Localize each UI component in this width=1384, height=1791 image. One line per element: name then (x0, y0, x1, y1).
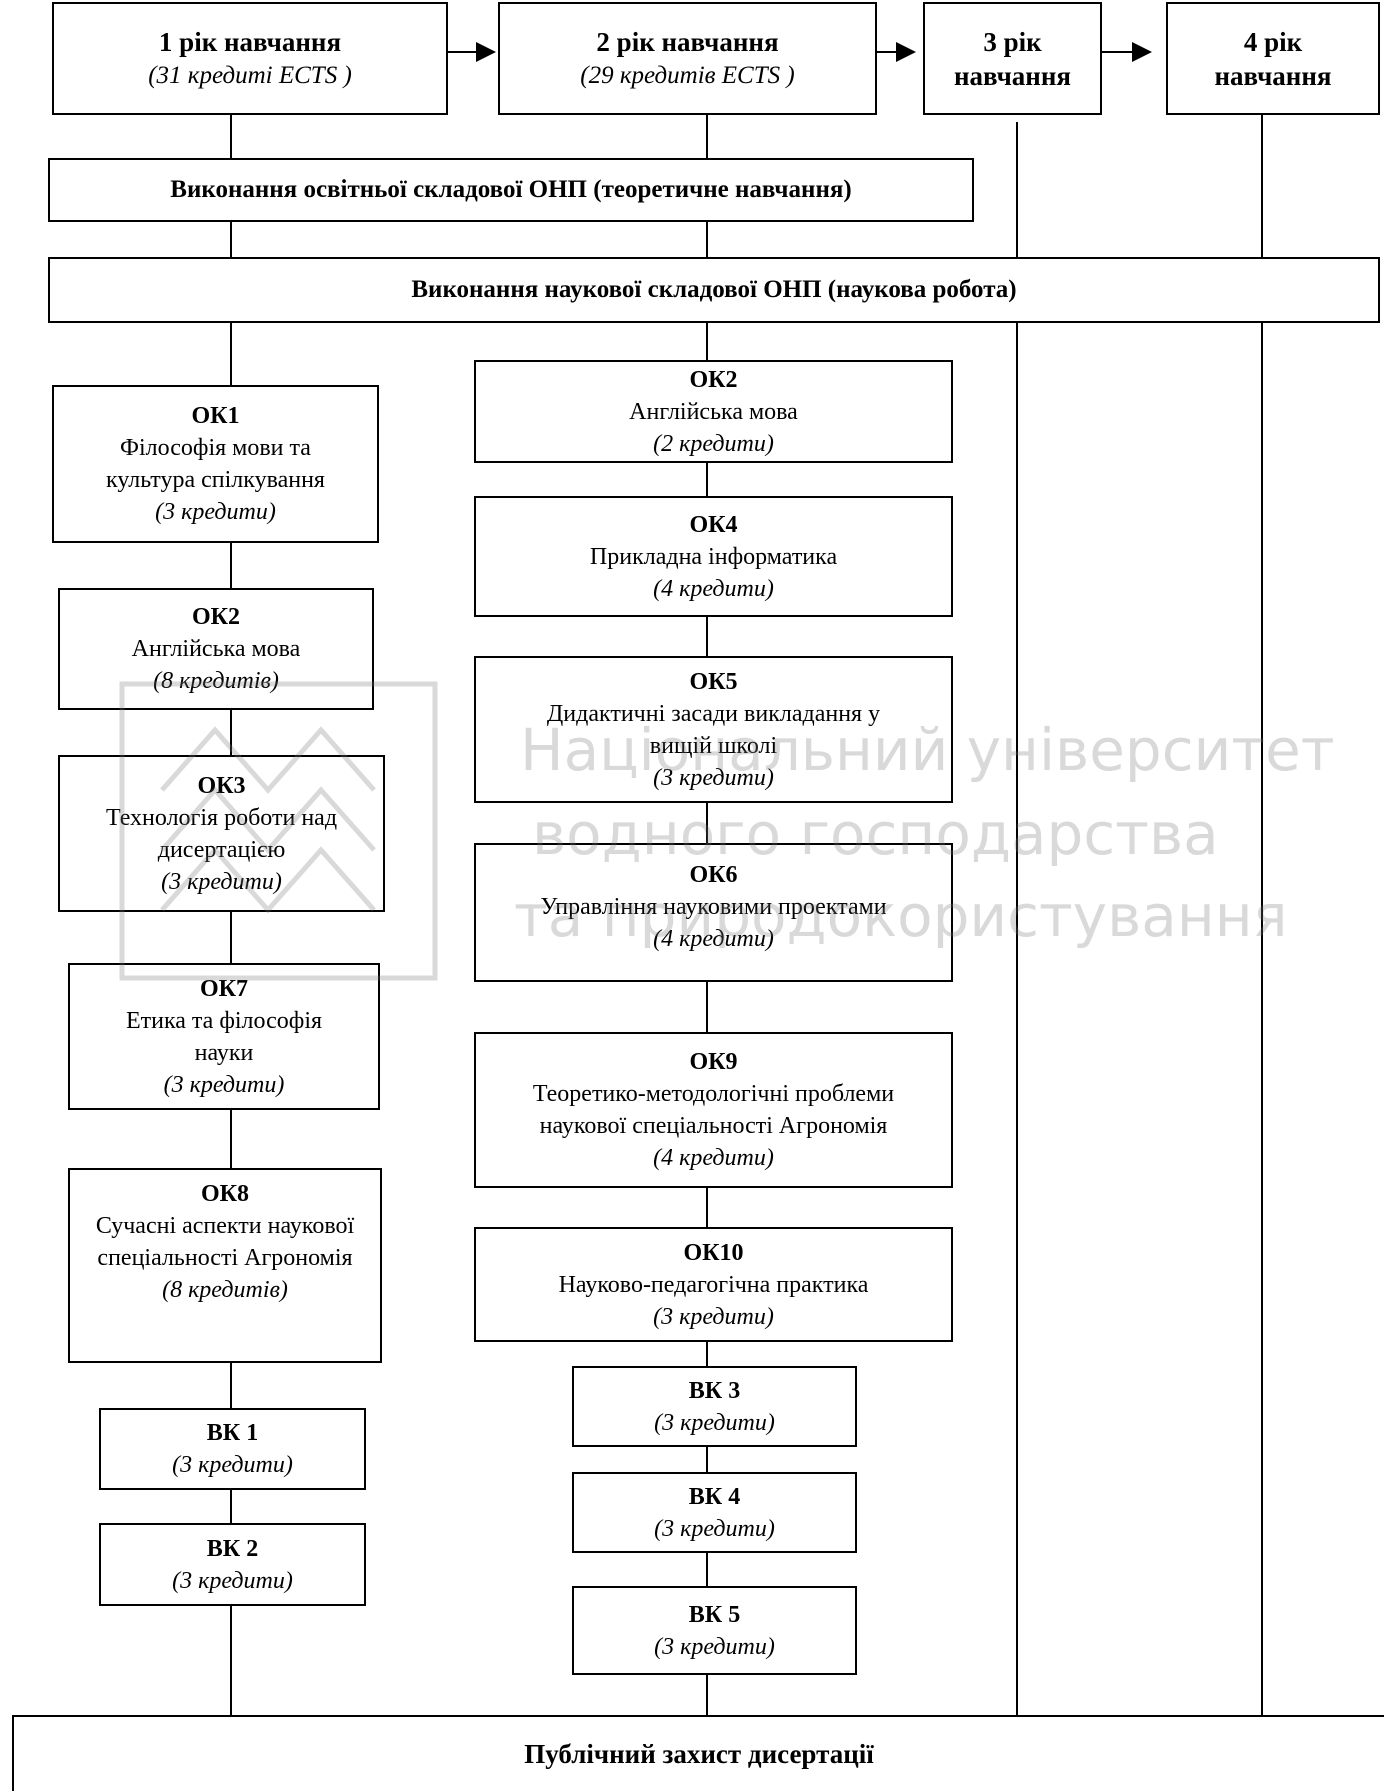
course-name: Філософія мови та культура спілкування (106, 435, 325, 493)
course-credits: (3 кредити) (654, 1515, 775, 1542)
course-ok10-y2: ОК10 Науково-педагогічна практика (3 кре… (474, 1227, 953, 1342)
course-credits: (8 кредитів) (162, 1277, 288, 1303)
year-2-subtitle: (29 кредитів ECTS ) (580, 61, 795, 89)
course-ok4-y2: ОК4 Прикладна інформатика (4 кредити) (474, 496, 953, 617)
course-code: ОК3 (197, 772, 246, 799)
course-code: ВК 1 (206, 1420, 259, 1446)
course-credits: (3 кредити) (653, 764, 774, 791)
watermark-line-2: водного господарства (532, 800, 1219, 868)
course-ok8-y1: ОК8 Сучасні аспекти наукової спеціальнос… (68, 1168, 382, 1363)
course-name: Управління науковими проектами (540, 894, 887, 920)
course-code: ОК1 (191, 403, 240, 429)
final-defense-label: Публічний захист дисертації (524, 1739, 874, 1769)
course-ok7-y1: ОК7 Етика та філософія науки (3 кредити) (68, 963, 380, 1110)
course-credits: (2 кредити) (653, 430, 774, 457)
course-name: Теоретико-методологічні проблеми науково… (532, 1081, 895, 1139)
course-code: ОК6 (689, 862, 738, 888)
watermark-line-1: Національний університет (520, 716, 1335, 784)
course-code: ВК 5 (688, 1601, 741, 1628)
course-credits: (3 кредити) (653, 1303, 774, 1330)
course-ok1-y1: ОК1 Філософія мови та культура спілкуван… (52, 385, 379, 543)
course-credits: (3 кредити) (172, 1567, 293, 1594)
course-code: ОК10 (683, 1239, 744, 1266)
course-credits: (8 кредитів) (153, 668, 279, 694)
course-credits: (3 кредити) (161, 868, 282, 895)
course-credits: (4 кредити) (653, 926, 774, 952)
course-name: Науково-педагогічна практика (558, 1271, 869, 1298)
course-code: ВК 2 (206, 1535, 259, 1562)
course-vk5-y2: ВК 5 (3 кредити) (572, 1586, 857, 1675)
course-credits: (3 кредити) (163, 1071, 285, 1098)
course-credits: (3 кредити) (654, 1409, 775, 1436)
research-stage-label: Виконання наукової складової ОНП (науков… (411, 276, 1017, 303)
course-ok6-y2: ОК6 Управління науковими проектами (4 кр… (474, 843, 953, 982)
course-ok5-y2: ОК5 Дидактичні засади викладання у вищій… (474, 656, 953, 803)
course-vk1-y1: ВК 1 (3 кредити) (99, 1408, 366, 1490)
year-2-box: 2 рік навчання (29 кредитів ECTS ) (498, 2, 877, 115)
course-code: ОК9 (689, 1049, 738, 1075)
year-4-title: 4 рік навчання (1214, 26, 1332, 91)
year-1-subtitle: (31 кредиті ECTS ) (148, 61, 352, 89)
year-3-title: 3 рік навчання (953, 26, 1072, 91)
course-credits: (3 кредити) (172, 1452, 293, 1478)
course-credits: (3 кредити) (155, 499, 276, 525)
course-code: ОК2 (689, 366, 738, 393)
final-defense-box: Публічний захист дисертації (12, 1715, 1384, 1791)
course-ok2-y2: ОК2 Англійська мова (2 кредити) (474, 360, 953, 463)
course-code: ОК5 (689, 668, 738, 695)
course-code: ОК2 (191, 604, 241, 630)
course-credits: (4 кредити) (653, 575, 774, 602)
course-code: ОК8 (200, 1181, 250, 1207)
course-name: Технологія роботи над дисертацією (105, 804, 338, 863)
course-ok3-y1: ОК3 Технологія роботи над дисертацією (3… (58, 755, 385, 912)
year-1-box: 1 рік навчання (31 кредиті ECTS ) (52, 2, 448, 115)
course-code: ОК7 (199, 975, 249, 1002)
course-credits: (3 кредити) (654, 1633, 775, 1660)
watermark-line-3: та природокористування (514, 882, 1288, 950)
year-1-title: 1 рік навчання (158, 26, 342, 57)
course-ok2-y1: ОК2 Англійська мова (8 кредитів) (58, 588, 374, 710)
course-name: Англійська мова (131, 636, 301, 662)
course-name: Етика та філософія науки (125, 1007, 323, 1066)
research-stage-box: Виконання наукової складової ОНП (науков… (48, 257, 1380, 323)
course-credits: (4 кредити) (653, 1145, 774, 1171)
course-name: Прикладна інформатика (589, 543, 838, 570)
course-code: ОК4 (689, 511, 738, 538)
course-vk4-y2: ВК 4 (3 кредити) (572, 1472, 857, 1553)
educational-stage-label: Виконання освітньої складової ОНП (теоре… (170, 176, 852, 203)
course-name: Англійська мова (629, 398, 798, 425)
course-name: Дидактичні засади викладання у вищій шко… (546, 700, 881, 759)
course-vk3-y2: ВК 3 (3 кредити) (572, 1366, 857, 1447)
course-code: ВК 4 (688, 1483, 741, 1510)
year-4-box: 4 рік навчання (1166, 2, 1380, 115)
course-code: ВК 3 (688, 1377, 741, 1404)
course-vk2-y1: ВК 2 (3 кредити) (99, 1523, 366, 1606)
year-2-title: 2 рік навчання (596, 26, 779, 57)
year-3-box: 3 рік навчання (923, 2, 1102, 115)
educational-stage-box: Виконання освітньої складової ОНП (теоре… (48, 158, 974, 222)
course-name: Сучасні аспекти наукової спеціальності А… (95, 1213, 355, 1271)
course-ok9-y2: ОК9 Теоретико-методологічні проблеми нау… (474, 1032, 953, 1188)
